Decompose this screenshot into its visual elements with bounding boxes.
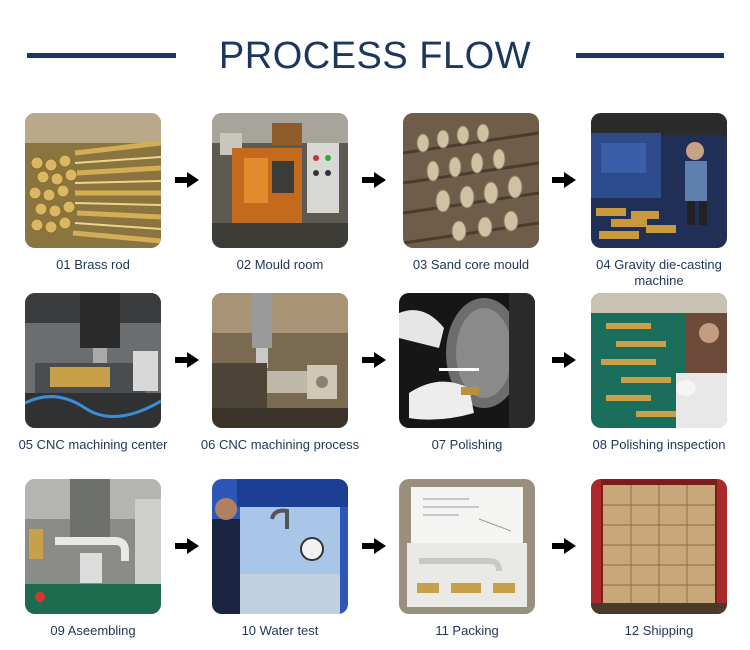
- step-label: 06 CNC machining process: [200, 437, 360, 452]
- title-rule-right: [576, 53, 724, 58]
- page-title: PROCESS FLOW: [218, 35, 532, 77]
- right-arrow-icon: [362, 538, 386, 554]
- die-casting-photo: [591, 113, 727, 248]
- step-label: 09 Aseembling: [50, 623, 136, 638]
- title-rule-left: [27, 53, 176, 58]
- right-arrow-icon: [552, 352, 576, 368]
- process-step-mould-room: 02 Mould room: [212, 113, 348, 272]
- process-step-gravity-die-casting: 04 Gravity die-casting machine: [591, 113, 727, 288]
- right-arrow-icon: [362, 352, 386, 368]
- right-arrow-icon: [552, 538, 576, 554]
- right-arrow-icon: [552, 172, 576, 188]
- polishing-photo: [399, 293, 535, 428]
- process-step-cnc-machining-process: 06 CNC machining process: [201, 293, 359, 452]
- water-test-photo: [212, 479, 348, 614]
- process-step-water-test: 10 Water test: [212, 479, 348, 638]
- process-step-polishing-inspection: 08 Polishing inspection: [591, 293, 727, 452]
- step-label: 05 CNC machining center: [18, 437, 168, 452]
- process-step-polishing: 07 Polishing: [399, 293, 535, 452]
- step-label: 04 Gravity die-casting machine: [596, 257, 722, 288]
- cnc-process-photo: [212, 293, 348, 428]
- mould-room-photo: [212, 113, 348, 248]
- assembling-photo: [25, 479, 161, 614]
- step-label: 11 Packing: [435, 623, 499, 638]
- step-label: 02 Mould room: [236, 257, 324, 272]
- sand-core-photo: [403, 113, 539, 248]
- right-arrow-icon: [362, 172, 386, 188]
- right-arrow-icon: [175, 538, 199, 554]
- process-step-assembling: 09 Aseembling: [25, 479, 161, 638]
- step-label: 07 Polishing: [431, 437, 503, 452]
- process-step-brass-rod: 01 Brass rod: [25, 113, 161, 272]
- right-arrow-icon: [175, 352, 199, 368]
- step-label: 12 Shipping: [624, 623, 694, 638]
- step-label: 10 Water test: [241, 623, 319, 638]
- process-step-cnc-machining-center: 05 CNC machining center: [19, 293, 167, 452]
- step-label: 08 Polishing inspection: [592, 437, 726, 452]
- process-step-sand-core-mould: 03 Sand core mould: [403, 113, 539, 272]
- step-label: 01 Brass rod: [56, 257, 130, 272]
- process-step-shipping: 12 Shipping: [591, 479, 727, 638]
- process-step-packing: 11 Packing: [399, 479, 535, 638]
- brass-rod-photo: [25, 113, 161, 248]
- step-label: 03 Sand core mould: [412, 257, 530, 272]
- right-arrow-icon: [175, 172, 199, 188]
- inspection-photo: [591, 293, 727, 428]
- cnc-center-photo: [25, 293, 161, 428]
- packing-photo: [399, 479, 535, 614]
- shipping-photo: [591, 479, 727, 614]
